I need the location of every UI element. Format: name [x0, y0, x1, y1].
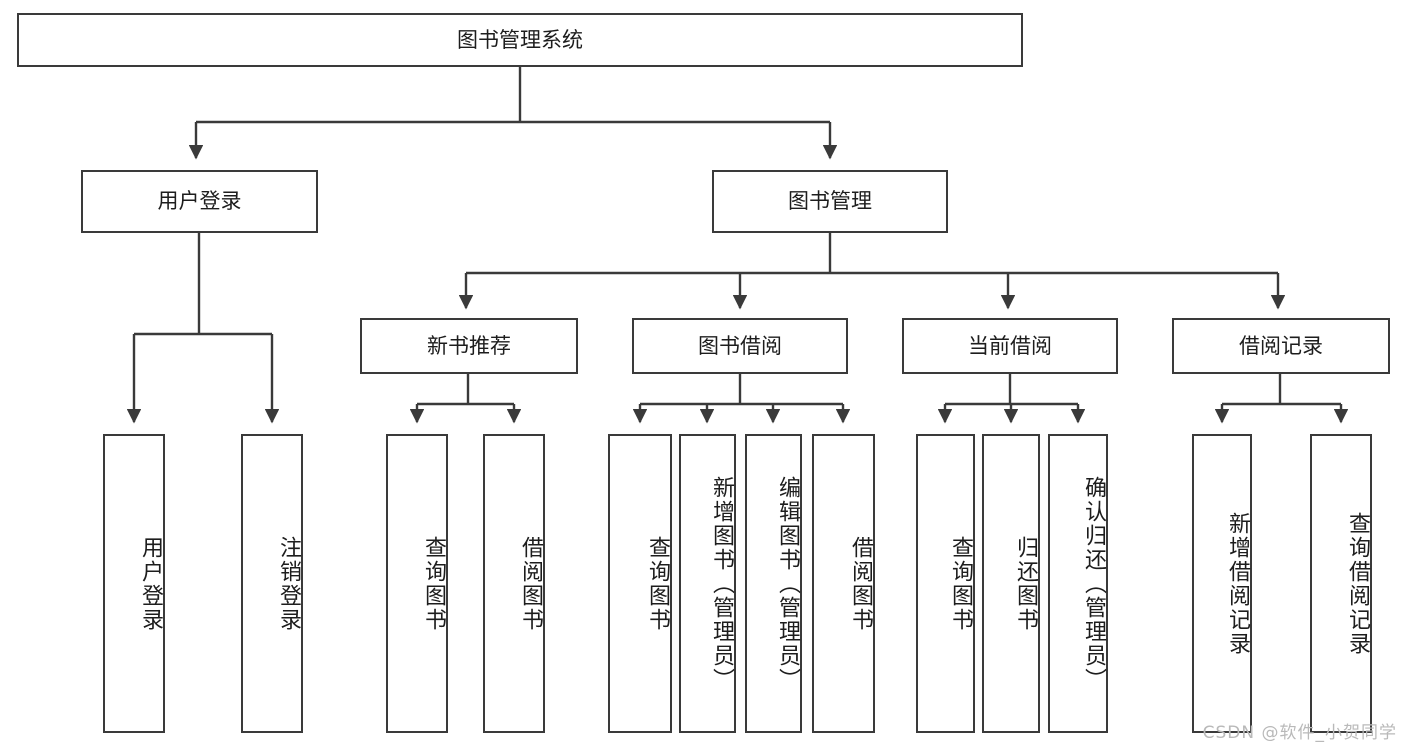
- leaf-add-book[interactable]: 新增图书（管理员）: [679, 434, 736, 733]
- node-root-label: 图书管理系统: [457, 27, 583, 52]
- node-book-manage[interactable]: 图书管理: [712, 170, 948, 233]
- node-book-manage-label: 图书管理: [788, 189, 872, 214]
- node-current-borrow[interactable]: 当前借阅: [902, 318, 1118, 374]
- node-new-book-recommend[interactable]: 新书推荐: [360, 318, 578, 374]
- leaf-query-book-2[interactable]: 查询图书: [608, 434, 672, 733]
- node-book-borrow[interactable]: 图书借阅: [632, 318, 848, 374]
- leaf-logout-login-label: 注销登录: [276, 535, 301, 632]
- leaf-edit-book-label: 编辑图书（管理员）: [775, 475, 800, 692]
- leaf-user-login[interactable]: 用户登录: [103, 434, 165, 733]
- leaf-query-record-label: 查询借阅记录: [1345, 511, 1370, 656]
- leaf-logout-login[interactable]: 注销登录: [241, 434, 303, 733]
- leaf-return-book[interactable]: 归还图书: [982, 434, 1040, 733]
- leaf-confirm-return[interactable]: 确认归还（管理员）: [1048, 434, 1108, 733]
- watermark: CSDN @软件_小贺同学: [1202, 723, 1397, 743]
- leaf-borrow-book-2[interactable]: 借阅图书: [812, 434, 875, 733]
- leaf-add-book-label: 新增图书（管理员）: [709, 475, 734, 692]
- node-user-login[interactable]: 用户登录: [81, 170, 318, 233]
- leaf-query-book-2-label: 查询图书: [645, 535, 670, 632]
- leaf-add-record[interactable]: 新增借阅记录: [1192, 434, 1252, 733]
- leaf-borrow-book-1-label: 借阅图书: [518, 535, 543, 632]
- leaf-edit-book[interactable]: 编辑图书（管理员）: [745, 434, 802, 733]
- leaf-query-book-3[interactable]: 查询图书: [916, 434, 975, 733]
- leaf-user-login-label: 用户登录: [138, 535, 163, 632]
- node-borrow-record-label: 借阅记录: [1239, 333, 1323, 358]
- node-root[interactable]: 图书管理系统: [17, 13, 1023, 67]
- leaf-borrow-book-2-label: 借阅图书: [848, 535, 873, 632]
- leaf-return-book-label: 归还图书: [1013, 535, 1038, 632]
- leaf-borrow-book-1[interactable]: 借阅图书: [483, 434, 545, 733]
- leaf-confirm-return-label: 确认归还（管理员）: [1081, 475, 1106, 692]
- leaf-query-book-1[interactable]: 查询图书: [386, 434, 448, 733]
- node-current-borrow-label: 当前借阅: [968, 333, 1052, 358]
- leaf-add-record-label: 新增借阅记录: [1225, 511, 1250, 656]
- node-borrow-record[interactable]: 借阅记录: [1172, 318, 1390, 374]
- node-new-book-recommend-label: 新书推荐: [427, 333, 511, 358]
- leaf-query-book-3-label: 查询图书: [948, 535, 973, 632]
- leaf-query-record[interactable]: 查询借阅记录: [1310, 434, 1372, 733]
- node-book-borrow-label: 图书借阅: [698, 333, 782, 358]
- leaf-query-book-1-label: 查询图书: [421, 535, 446, 632]
- node-user-login-label: 用户登录: [157, 189, 242, 214]
